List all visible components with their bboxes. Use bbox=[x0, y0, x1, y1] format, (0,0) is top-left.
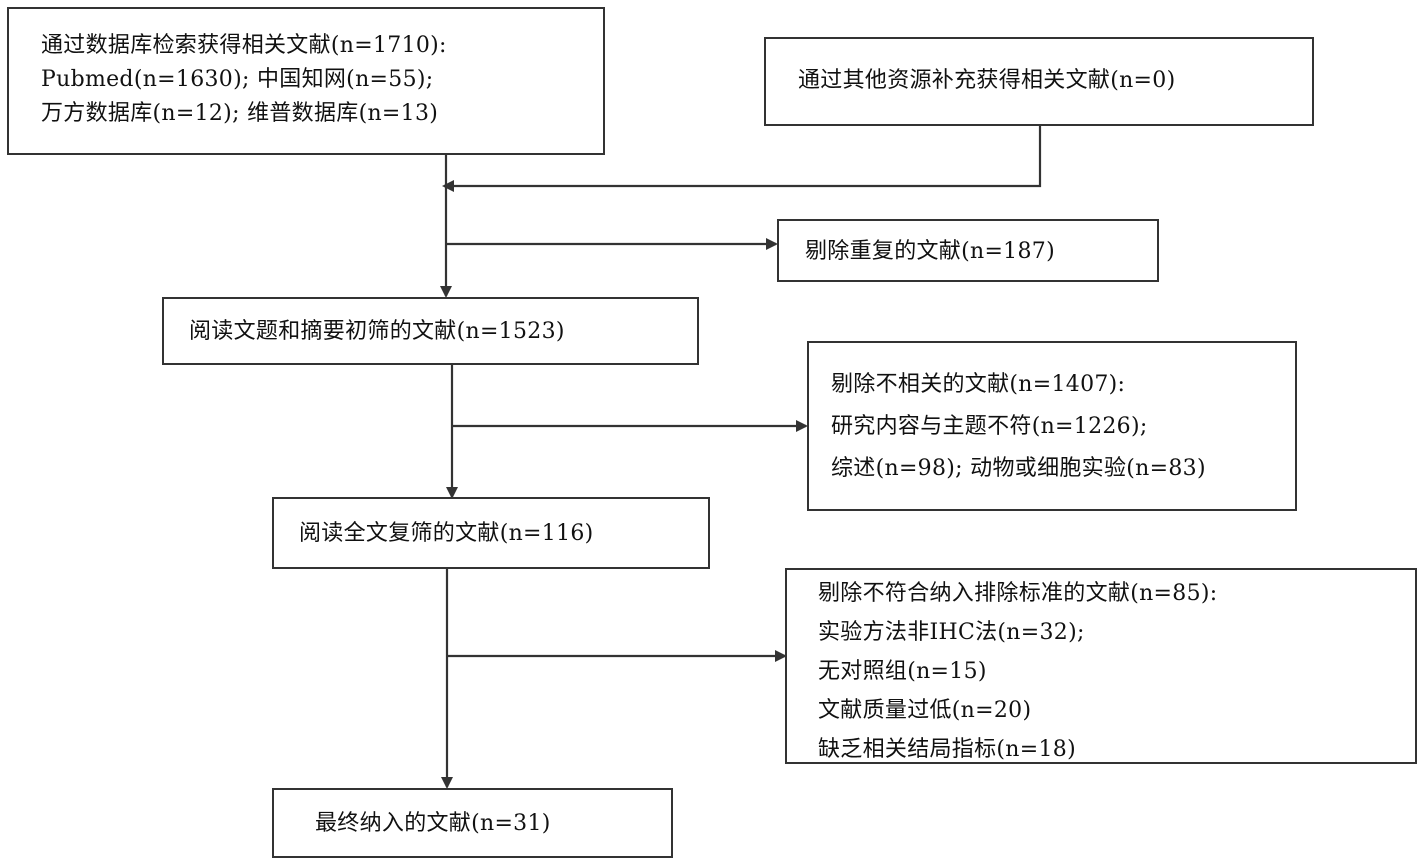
duplicates-removed-box: 剔除重复的文献(n=187) bbox=[777, 219, 1159, 282]
irrelevant-removed-line-3: 综述(n=98); 动物或细胞实验(n=83) bbox=[831, 456, 1206, 481]
final-included-box: 最终纳入的文献(n=31) bbox=[272, 788, 673, 858]
criteria-excluded-line-3: 无对照组(n=15) bbox=[818, 659, 987, 684]
database-search-box: 通过数据库检索获得相关文献(n=1710): Pubmed(n=1630); 中… bbox=[7, 7, 605, 155]
duplicates-removed-line: 剔除重复的文献(n=187) bbox=[805, 239, 1055, 264]
criteria-excluded-line-4: 文献质量过低(n=20) bbox=[818, 698, 1032, 723]
criteria-excluded-line-2: 实验方法非IHC法(n=32); bbox=[818, 620, 1085, 645]
database-search-line-3: 万方数据库(n=12); 维普数据库(n=13) bbox=[41, 101, 439, 126]
database-search-line-2: Pubmed(n=1630); 中国知网(n=55); bbox=[41, 67, 434, 92]
arrow-other-sources-merge bbox=[442, 125, 1042, 192]
criteria-excluded-line-5: 缺乏相关结局指标(n=18) bbox=[818, 737, 1076, 762]
irrelevant-removed-box: 剔除不相关的文献(n=1407): 研究内容与主题不符(n=1226); 综述(… bbox=[807, 341, 1297, 511]
criteria-excluded-line-1: 剔除不符合纳入排除标准的文献(n=85): bbox=[818, 581, 1218, 606]
title-abstract-screen-box: 阅读文题和摘要初筛的文献(n=1523) bbox=[162, 297, 699, 365]
database-search-line-1: 通过数据库检索获得相关文献(n=1710): bbox=[41, 33, 447, 58]
final-included-line: 最终纳入的文献(n=31) bbox=[315, 811, 551, 836]
title-abstract-screen-line: 阅读文题和摘要初筛的文献(n=1523) bbox=[189, 319, 565, 344]
criteria-excluded-box: 剔除不符合纳入排除标准的文献(n=85): 实验方法非IHC法(n=32); 无… bbox=[785, 568, 1417, 764]
other-sources-line: 通过其他资源补充获得相关文献(n=0) bbox=[798, 68, 1176, 93]
fulltext-screen-line: 阅读全文复筛的文献(n=116) bbox=[299, 521, 594, 546]
other-sources-box: 通过其他资源补充获得相关文献(n=0) bbox=[764, 37, 1314, 126]
irrelevant-removed-line-2: 研究内容与主题不符(n=1226); bbox=[831, 414, 1148, 439]
irrelevant-removed-line-1: 剔除不相关的文献(n=1407): bbox=[831, 372, 1126, 397]
fulltext-screen-box: 阅读全文复筛的文献(n=116) bbox=[272, 497, 710, 569]
